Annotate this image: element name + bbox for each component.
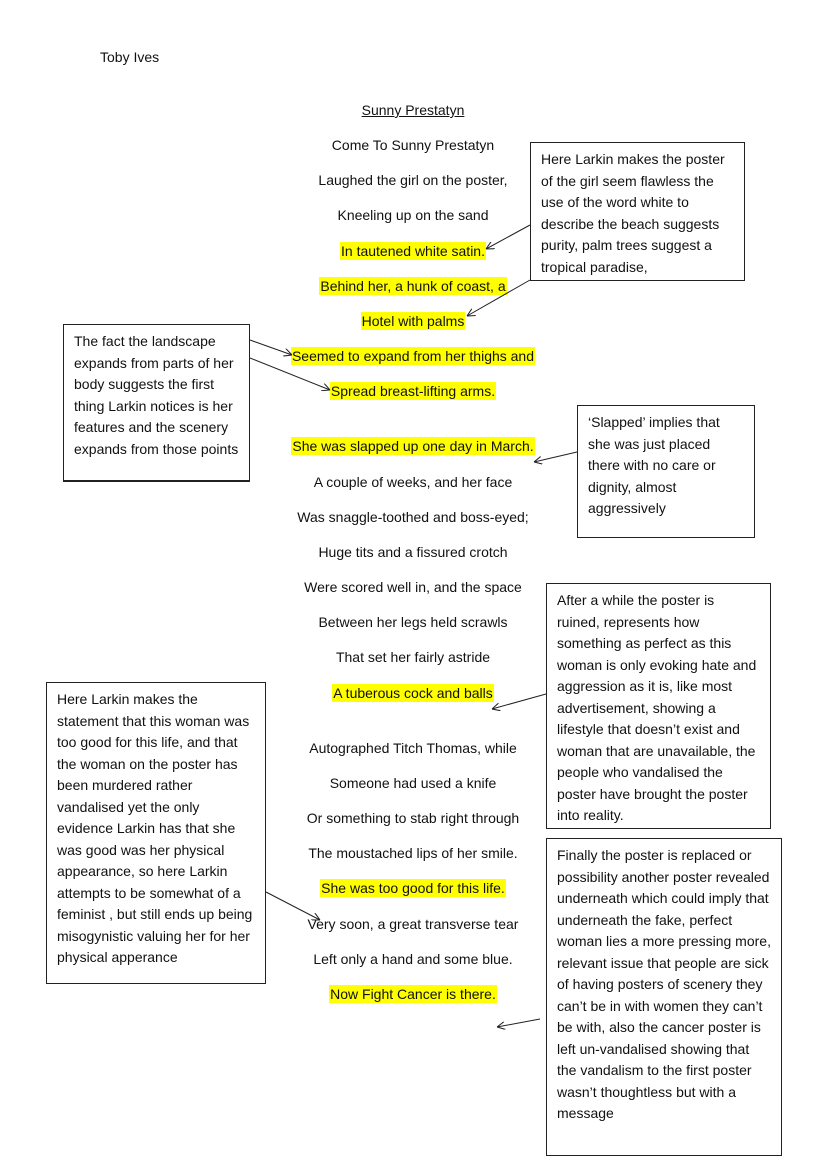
highlighted-line-text: Seemed to expand from her thighs and [290, 347, 536, 366]
poem-line: Very soon, a great transverse tear [280, 914, 546, 934]
highlighted-line-text: Hotel with palms [360, 311, 466, 330]
annotation-too-good: Here Larkin makes the statement that thi… [46, 682, 266, 984]
line-text: Left only a hand and some blue. [313, 950, 513, 967]
line-text: Were scored well in, and the space [304, 579, 522, 596]
author-name: Toby Ives [100, 49, 160, 65]
annotation-landscape: The fact the landscape expands from part… [63, 324, 250, 482]
poem-line: In tautened white satin. [280, 241, 546, 261]
line-text: Kneeling up on the sand [337, 207, 489, 224]
highlighted-line-text: Now Fight Cancer is there. [329, 984, 497, 1003]
annotation-cancer: Finally the poster is replaced or possib… [546, 838, 782, 1156]
line-text: Or something to stab right through [306, 810, 520, 826]
highlighted-line-text: She was slapped up one day in March. [291, 437, 535, 456]
line-text: The moustached lips of her smile. [308, 845, 518, 862]
poem-line: Laughed the girl on the poster, [280, 170, 546, 190]
arrow-to-cancer [497, 1018, 541, 1027]
poem-line: She was too good for this life. [280, 878, 546, 898]
line-text: Huge tits and a fissured crotch [318, 543, 508, 560]
line-text: Was snaggle-toothed and boss-eyed; [297, 508, 529, 525]
poem-line: Autographed Titch Thomas, while [280, 738, 546, 758]
line-text: That set her fairly astride [335, 649, 491, 666]
poem-line: She was slapped up one day in March. [280, 436, 546, 456]
poem-line: Spread breast-lifting arms. [280, 381, 546, 401]
poem-line: Behind her, a hunk of coast, a [280, 276, 546, 296]
annotation-ruined: After a while the poster is ruined, repr… [546, 583, 771, 829]
poem-line: A couple of weeks, and her face [280, 472, 546, 492]
poem-line: Huge tits and a fissured crotch [280, 542, 546, 562]
poem-line: Kneeling up on the sand [280, 205, 546, 225]
highlighted-line-text: A tuberous cock and balls [332, 683, 494, 702]
line-text: Laughed the girl on the poster, [318, 172, 508, 189]
line-text: Very soon, a great transverse tear [307, 915, 519, 932]
highlighted-line-text: Spread breast-lifting arms. [329, 382, 497, 401]
poem-title: Sunny Prestatyn [361, 102, 465, 118]
poem-line: Hotel with palms [280, 311, 546, 331]
annotation-slapped: ‘Slapped’ implies that she was just plac… [577, 405, 755, 538]
poem-line: Was snaggle-toothed and boss-eyed; [280, 507, 546, 527]
annotation-white-satin: Here Larkin makes the poster of the girl… [530, 142, 745, 281]
poem-line: Now Fight Cancer is there. [280, 984, 546, 1004]
line-text: Come To Sunny Prestatyn [331, 137, 495, 153]
poem-line: Between her legs held scrawls [280, 612, 546, 632]
highlighted-line-text: In tautened white satin. [340, 241, 486, 260]
poem-line: Someone had used a knife [280, 773, 546, 793]
highlighted-line-text: Behind her, a hunk of coast, a [319, 276, 507, 295]
poem-line: Or something to stab right through [280, 808, 546, 828]
poem-line: That set her fairly astride [280, 647, 546, 667]
line-text: A couple of weeks, and her face [313, 473, 513, 490]
line-text: Autographed Titch Thomas, while [309, 739, 517, 756]
line-text: Between her legs held scrawls [318, 614, 508, 631]
poem-line: The moustached lips of her smile. [280, 843, 546, 863]
poem-line: A tuberous cock and balls [280, 683, 546, 703]
highlighted-line-text: She was too good for this life. [320, 879, 506, 898]
poem-line: Were scored well in, and the space [280, 577, 546, 597]
poem-line: Left only a hand and some blue. [280, 949, 546, 969]
line-text: Someone had used a knife [329, 774, 497, 791]
poem-line: Seemed to expand from her thighs and [280, 346, 546, 366]
poem-line: Come To Sunny Prestatyn [280, 135, 546, 155]
